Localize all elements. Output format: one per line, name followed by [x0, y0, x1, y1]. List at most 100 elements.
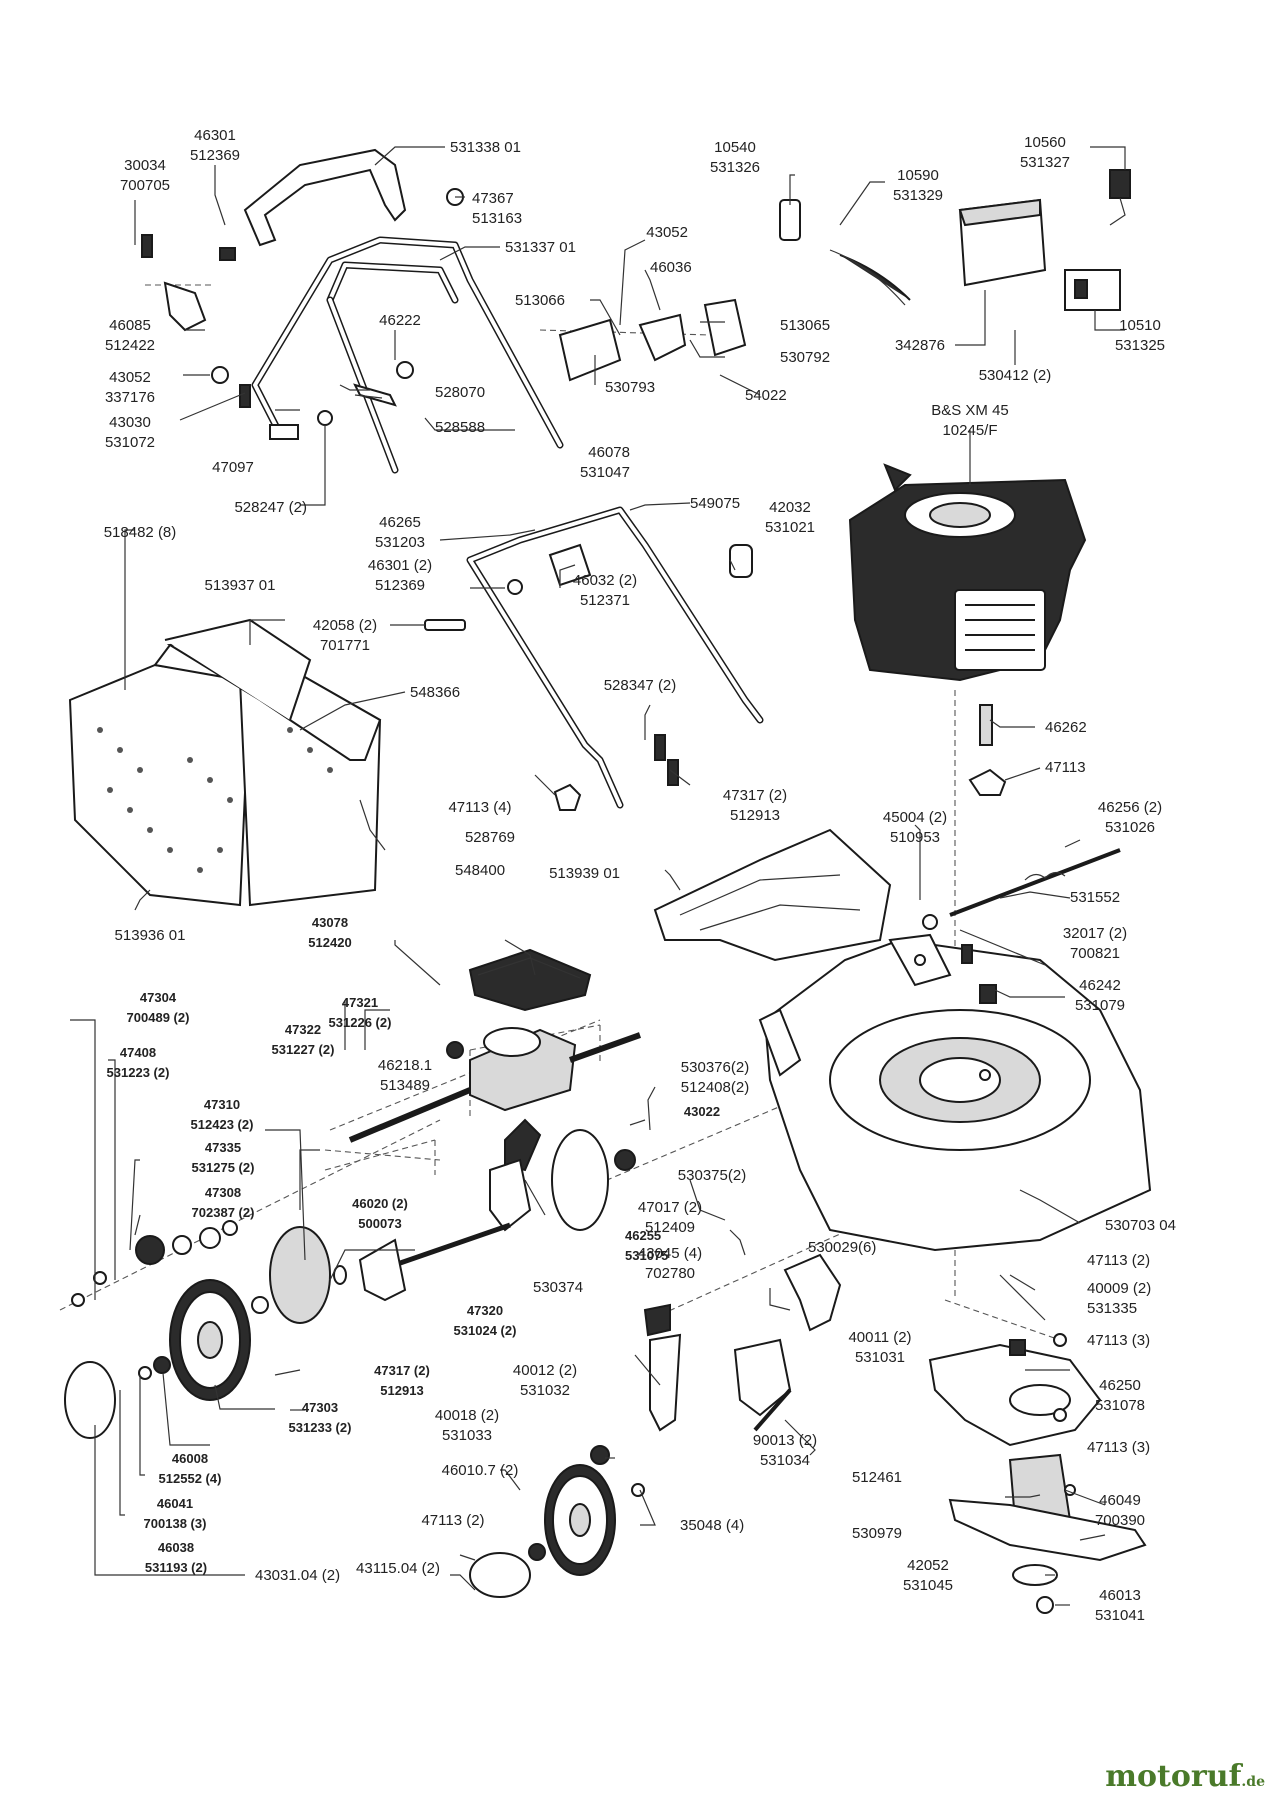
part-label-line: 46038: [158, 1540, 194, 1555]
part-label: 43052: [646, 224, 688, 241]
part-label: 43045 (4)702780: [638, 1245, 702, 1282]
part-label-line: 530703 04: [1105, 1217, 1176, 1234]
part-label-line: 531227 (2): [272, 1042, 335, 1057]
part-label-line: 47113 (3): [1087, 1439, 1150, 1456]
part-label-line: 531329: [893, 187, 943, 204]
part-label-line: 512913: [380, 1383, 423, 1398]
part-label-line: 531032: [520, 1382, 570, 1399]
part-label-line: 528070: [435, 384, 485, 401]
part-label: 32017 (2)700821: [1063, 925, 1127, 962]
part-label-line: 512422: [105, 337, 155, 354]
part-label-line: 10590: [897, 167, 939, 184]
blade-assembly: [928, 1333, 1147, 1614]
part-label-line: 512369: [375, 577, 425, 594]
part-label-line: 513065: [780, 317, 830, 334]
motoruf-logo: motoruf.de: [1105, 1759, 1265, 1794]
part-label: 46222: [379, 312, 421, 329]
part-label-line: B&S XM 45: [931, 402, 1009, 419]
part-label-line: 510953: [890, 829, 940, 846]
part-label-line: 42058 (2): [313, 617, 377, 634]
electric-start-parts: [558, 169, 1131, 382]
part-label-line: 531041: [1095, 1607, 1145, 1624]
part-label-line: 46301: [194, 127, 236, 144]
part-label-line: 46242: [1079, 977, 1121, 994]
part-label: 47113 (2): [1087, 1252, 1150, 1269]
part-label-line: 47113 (4): [448, 799, 511, 816]
part-label-line: 32017 (2): [1063, 925, 1127, 942]
part-label-line: 512423 (2): [191, 1117, 254, 1132]
part-label: 528347 (2): [604, 677, 677, 694]
part-label-line: 47310: [204, 1097, 240, 1112]
part-label-line: 43022: [684, 1104, 720, 1119]
leader-lines: [70, 146, 1126, 1606]
part-label-line: 531034: [760, 1452, 810, 1469]
part-label-line: 46049: [1099, 1492, 1141, 1509]
part-label-line: 40018 (2): [435, 1407, 499, 1424]
part-label: 43031.04 (2): [255, 1567, 340, 1584]
part-label-line: 512420: [308, 935, 351, 950]
part-label: 549075: [690, 495, 740, 512]
part-label-line: 46078: [588, 444, 630, 461]
part-label: 90013 (2)531034: [753, 1432, 817, 1469]
part-label: 43022: [684, 1104, 720, 1119]
part-label-line: 530376(2): [681, 1059, 749, 1076]
part-label-line: 531335: [1087, 1300, 1137, 1317]
part-label: 47317 (2)512913: [723, 787, 787, 824]
part-label-line: 531047: [580, 464, 630, 481]
part-label: 513066: [515, 292, 565, 309]
part-label: 548400: [455, 862, 505, 879]
part-label-line: 47097: [212, 459, 254, 476]
part-label-line: 531203: [375, 534, 425, 551]
part-label: 548366: [410, 684, 460, 701]
upper-handle: [251, 236, 564, 474]
part-label: 47113 (3): [1087, 1439, 1150, 1456]
part-label-line: 43030: [109, 414, 151, 431]
rear-flap: [653, 828, 892, 962]
part-label: 35048 (4): [680, 1517, 744, 1534]
part-label: 513939 01: [549, 865, 620, 882]
part-label-line: 47113: [1045, 759, 1086, 776]
part-label: 46032 (2)512371: [573, 572, 637, 609]
part-label-line: 42032: [769, 499, 811, 516]
part-label-line: 531226 (2): [329, 1015, 392, 1030]
part-label: 47113: [1045, 759, 1086, 776]
part-label-line: 46265: [379, 514, 421, 531]
part-label: 530703 04: [1105, 1217, 1176, 1234]
part-label-line: 42052: [907, 1557, 949, 1574]
part-label-line: 531338 01: [450, 139, 521, 156]
part-label: 46265 531203: [375, 514, 425, 551]
part-label: 40012 (2)531032: [513, 1362, 577, 1399]
part-label-line: 530029(6): [808, 1239, 876, 1256]
part-label-line: 47113 (2): [421, 1512, 484, 1529]
part-label-line: 46250: [1099, 1377, 1141, 1394]
part-label: 512461: [852, 1469, 902, 1486]
part-label-line: 513066: [515, 292, 565, 309]
part-label-line: 46222: [379, 312, 421, 329]
part-label: 531552: [1070, 889, 1120, 906]
part-label-line: 512913: [730, 807, 780, 824]
part-label-line: 512409: [645, 1219, 695, 1236]
rear-wheel: [64, 1279, 269, 1439]
part-label-line: 342876: [895, 337, 945, 354]
part-label-line: 531045: [903, 1577, 953, 1594]
cable-guide-bracket: [243, 148, 407, 247]
part-label: 528247 (2): [234, 499, 307, 516]
part-label-line: 47367: [472, 190, 514, 207]
part-label-line: 700390: [1095, 1512, 1145, 1529]
part-label: 54022: [745, 387, 787, 404]
part-label: 47017 (2)512409: [638, 1199, 702, 1236]
